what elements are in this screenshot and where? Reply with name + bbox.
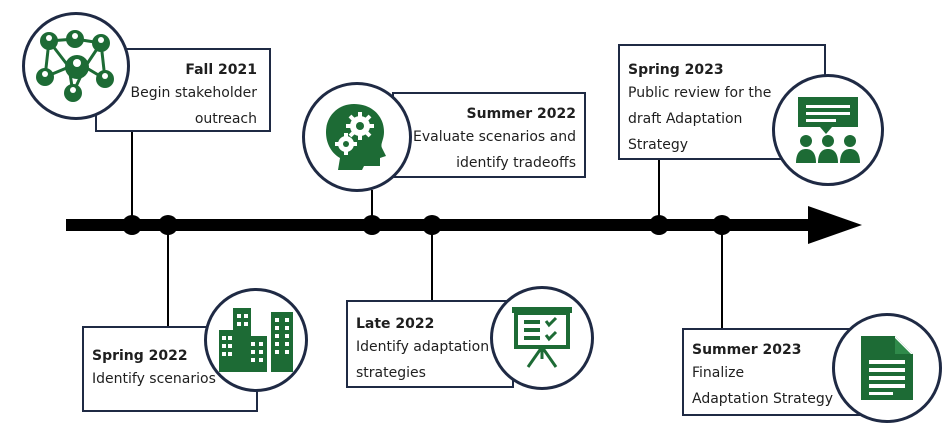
milestone-desc-line: Adaptation Strategy (692, 391, 834, 407)
timeline-dot-spring-2023 (649, 215, 669, 235)
milestone-title: Late 2022 (356, 316, 435, 332)
timeline-dot-late-2022 (422, 215, 442, 235)
milestone-desc-line: draft Adaptation (628, 111, 743, 127)
milestone-desc-line: Identify adaptation (356, 339, 490, 355)
timeline-dot-summer-2022 (362, 215, 382, 235)
timeline-dot-summer-2023 (712, 215, 732, 235)
milestone-title: Spring 2023 (628, 62, 724, 78)
milestone-icon-circle-late-2022 (490, 286, 594, 390)
timeline-dot-spring-2022 (158, 215, 178, 235)
milestone-desc-line: Finalize (692, 365, 745, 381)
milestone-icon-circle-summer-2023 (832, 313, 942, 423)
presentation-board-icon (512, 307, 572, 368)
timeline-bar (66, 219, 826, 231)
milestone-icon-circle-summer-2022 (302, 82, 412, 192)
milestone-desc-line: Evaluate scenarios and (413, 129, 576, 145)
milestone-desc-line: identify tradeoffs (456, 155, 576, 171)
group-discussion-icon (796, 97, 860, 163)
milestone-desc-line: outreach (194, 111, 257, 127)
document-icon (861, 336, 913, 400)
timeline-arrowhead (808, 206, 862, 244)
timeline-dot-fall-2021 (122, 215, 142, 235)
milestone-box-summer-2022: Summer 2022 Evaluate scenarios and ident… (392, 92, 586, 178)
milestone-title: Summer 2022 (466, 106, 576, 122)
milestone-desc-line: strategies (356, 365, 426, 381)
milestone-title: Spring 2022 (92, 348, 188, 364)
milestone-icon-circle-spring-2022 (204, 288, 308, 392)
milestone-title: Summer 2023 (692, 342, 802, 358)
milestone-desc-line: Public review for the (628, 85, 772, 101)
milestone-icon-circle-spring-2023 (772, 74, 884, 186)
milestone-desc-line: Identify scenarios (92, 371, 216, 387)
milestone-icon-circle-fall-2021 (22, 12, 130, 120)
city-buildings-icon (219, 308, 293, 372)
milestone-box-late-2022: Late 2022 Identify adaptation strategies (346, 300, 514, 388)
milestone-desc-line: Strategy (628, 137, 688, 153)
head-gears-icon (326, 104, 386, 170)
milestone-title: Fall 2021 (185, 62, 257, 78)
milestone-desc-line: Begin stakeholder (130, 85, 258, 101)
network-people-icon (36, 30, 114, 102)
